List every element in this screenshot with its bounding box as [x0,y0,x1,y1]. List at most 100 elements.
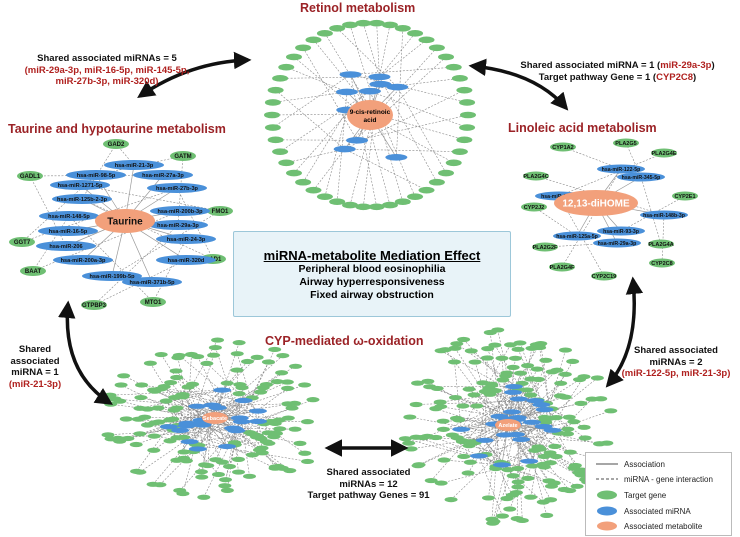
interaction-edge [236,370,241,419]
mirna-node [368,73,391,81]
target-gene-node [537,414,551,421]
mirna-hsa-mir-200b-3p: hsa-miR-200b-3p [150,206,210,216]
target-gene-node [232,469,246,475]
target-gene-node [574,400,588,406]
target-gene-node [254,389,268,395]
interaction-edge [521,377,598,440]
interaction-edge [484,440,501,463]
interaction-edge [441,460,530,484]
gene-fmo1: FMO1 [207,206,233,216]
interaction-edge [513,345,540,387]
mirna-hsa-mir-122-5p: hsa-miR-122-5p [597,164,645,174]
target-gene-node [436,418,450,424]
target-gene-node [459,99,476,106]
target-gene-node [222,463,236,470]
mirna-hsa-mir-21-3p: hsa-miR-21-3p [104,160,164,170]
target-gene-node [499,373,513,379]
note-top-left-line3: miR-27b-3p, miR-320d) [55,76,159,87]
mirna-node [180,439,199,445]
target-gene-node [168,394,182,401]
gene-gatm: GATM [170,151,196,161]
target-gene-node [191,353,205,360]
target-gene-node [540,512,554,518]
note-mirna: miR-29a-3p [660,60,712,71]
interaction-edge [280,76,380,79]
gene-pla2g5: PLA2G5 [613,138,639,148]
legend-label: miRNA - gene interaction [624,474,713,484]
interaction-edge [120,384,203,426]
interaction-edge [518,398,570,418]
title-cyp: CYP-mediated ω-oxidation [265,334,424,348]
target-gene-node [557,486,571,493]
interaction-edge [141,384,244,401]
target-gene-node [418,36,435,44]
interaction-edge [215,347,241,419]
gene-cyp1a2-label: CYP1A2 [552,145,573,151]
interaction-edge [139,400,244,473]
mirna-hsa-mir-29a-3p: hsa-miR-29a-3p [593,238,641,248]
target-gene-node [240,358,254,365]
mirna-hsa-mir-27a-3p: hsa-miR-27a-3p [133,170,193,180]
target-gene-node [394,25,411,32]
interaction-edge [366,115,391,206]
target-gene-node [117,373,131,379]
note-top-right: Shared associated miRNA = 1 (miR-29a-3p)… [500,60,735,83]
target-gene-node [281,385,295,391]
metabolite-taurine-label: Taurine [107,217,143,228]
target-gene-node [278,159,295,167]
target-gene-node [209,457,223,463]
target-gene-node [289,363,303,369]
target-gene-node [256,385,270,391]
mirna-hsa-mir-27a-3p-label: hsa-miR-27a-3p [142,173,184,179]
target-gene-node [456,86,473,94]
target-gene-node [506,473,520,479]
target-gene-node [218,483,232,489]
mirna-node [248,408,267,414]
gene-gadl1: GADL1 [17,171,43,181]
interaction-edge [460,344,511,430]
target-gene-node [429,406,443,412]
gene-cyp2c8: CYP2C8 [649,258,675,268]
effect-item: Peripheral blood eosinophilia [298,263,446,275]
interaction-edge [376,23,380,77]
target-gene-node [268,346,282,353]
target-gene-node [600,440,614,446]
interaction-edge [164,386,205,423]
interaction-edge [461,389,528,430]
association-edge [501,424,509,465]
interaction-edge [182,420,202,494]
mirna-node [249,418,268,424]
target-gene-node [285,405,299,411]
interaction-edge [203,430,237,498]
interaction-edge [513,423,541,450]
target-gene-node [230,367,244,373]
target-gene-node [575,467,589,473]
mirna-node [203,402,222,408]
target-gene-node [558,347,572,353]
interaction-edge [511,396,566,413]
mirna-node [526,397,545,404]
gene-pla2g2f: PLA2G2F [532,242,558,252]
interaction-edge [379,39,427,78]
gene-cyp2j2: CYP2J2 [521,202,547,212]
target-gene-node [113,438,127,444]
interaction-edge [344,148,427,191]
target-gene-node [233,381,247,388]
target-gene-node [470,403,484,409]
target-gene-node [594,396,608,402]
target-gene-node [486,520,500,526]
target-gene-node [232,340,246,346]
mirna-hsa-mir-27b-3p: hsa-miR-27b-3p [147,183,207,193]
target-gene-node [554,380,568,386]
target-gene-node [280,379,294,385]
interaction-edge [484,357,488,441]
effect-item: Fixed airway obstruction [310,289,434,301]
interaction-edge [152,407,218,485]
mirna-node [386,83,409,91]
gene-pla2g4a: PLA2G4A [648,239,674,249]
mirna-node [346,137,369,144]
target-gene-node [567,419,581,425]
target-gene-node [428,44,445,52]
target-gene-node [604,408,618,414]
target-gene-node [270,378,284,385]
